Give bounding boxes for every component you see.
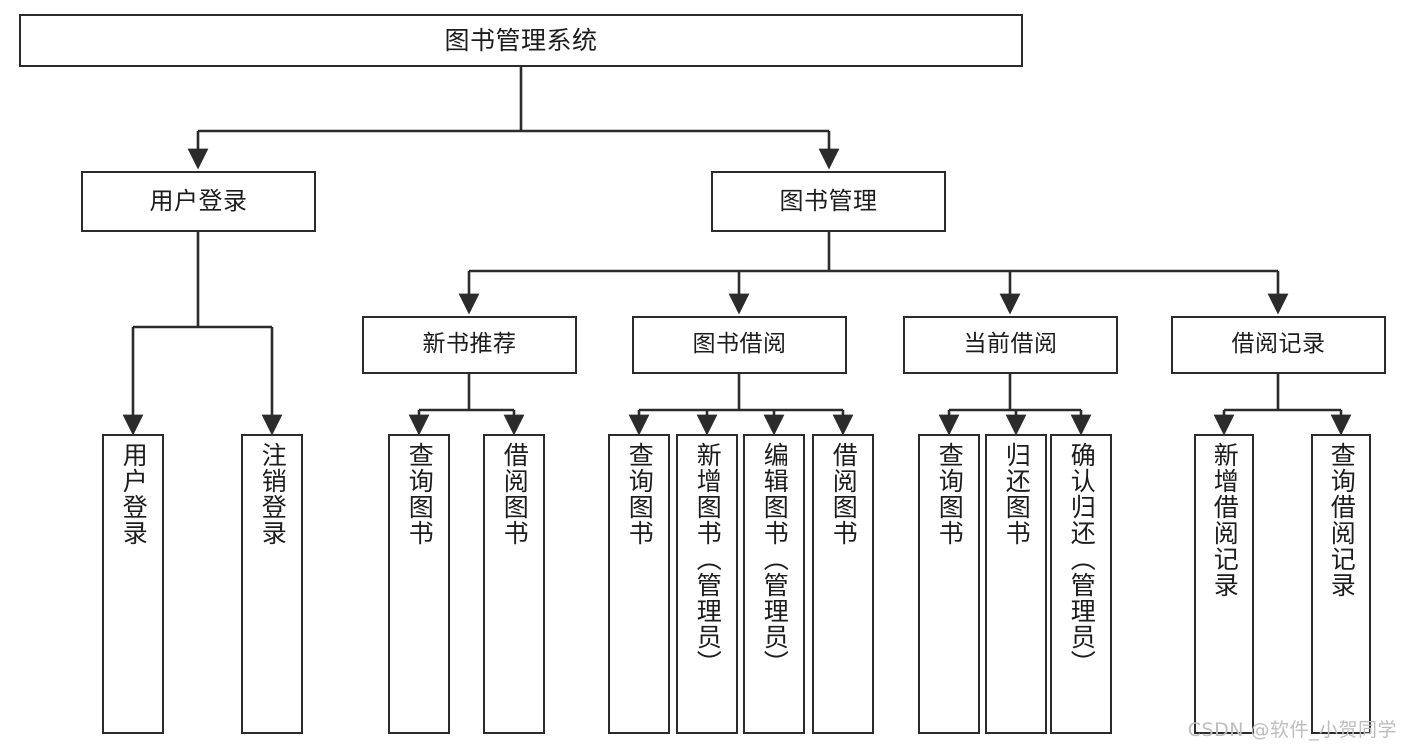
node-label: 用户登录 [119,442,149,546]
node-label: 编辑图书（管理员） [760,442,790,676]
node-new-book-recommendation[interactable]: 新书推荐 [362,316,577,374]
node-leaf-query-borrow-record[interactable]: 查询借阅记录 [1311,434,1371,734]
node-leaf-user-login[interactable]: 用户登录 [102,434,164,734]
node-label: 新增图书（管理员） [693,442,723,676]
node-leaf-return-books[interactable]: 归还图书 [985,434,1047,734]
node-root-book-management-system[interactable]: 图书管理系统 [19,14,1023,67]
node-label: 注销登录 [258,442,288,546]
node-leaf-confirm-return-admin[interactable]: 确认归还（管理员） [1050,434,1112,734]
node-leaf-query-books-borrow[interactable]: 查询图书 [608,434,670,734]
node-borrowing-records[interactable]: 借阅记录 [1171,316,1386,374]
node-label: 图书借阅 [692,331,787,358]
node-label: 用户登录 [149,187,248,216]
node-leaf-borrow-books[interactable]: 借阅图书 [812,434,874,734]
node-book-management[interactable]: 图书管理 [711,171,946,232]
node-label: 当前借阅 [963,331,1058,358]
node-label: 归还图书 [1002,442,1032,546]
node-label: 借阅图书 [829,442,859,546]
node-label: 确认归还（管理员） [1067,442,1097,676]
node-label: 新书推荐 [422,331,517,358]
node-leaf-borrow-books-newbook[interactable]: 借阅图书 [483,434,545,734]
node-label: 查询图书 [405,442,435,546]
node-leaf-logout[interactable]: 注销登录 [241,434,303,734]
node-leaf-edit-book-admin[interactable]: 编辑图书（管理员） [743,434,805,734]
node-label: 查询图书 [625,442,655,546]
node-current-borrowing[interactable]: 当前借阅 [903,316,1118,374]
node-label: 图书管理 [779,187,878,216]
node-leaf-query-books-current[interactable]: 查询图书 [918,434,980,734]
node-label: 新增借阅记录 [1210,442,1240,598]
node-label: 查询图书 [935,442,965,546]
node-book-borrowing[interactable]: 图书借阅 [632,316,847,374]
node-label: 借阅图书 [500,442,530,546]
node-leaf-add-borrow-record[interactable]: 新增借阅记录 [1194,434,1254,734]
node-leaf-query-books-newbook[interactable]: 查询图书 [388,434,450,734]
node-label: 借阅记录 [1231,331,1326,358]
node-user-login[interactable]: 用户登录 [81,171,316,232]
node-label: 图书管理系统 [444,25,598,55]
watermark-text: CSDN @软件_小贺同学 [1187,719,1397,741]
node-leaf-add-book-admin[interactable]: 新增图书（管理员） [676,434,738,734]
node-label: 查询借阅记录 [1327,442,1357,598]
